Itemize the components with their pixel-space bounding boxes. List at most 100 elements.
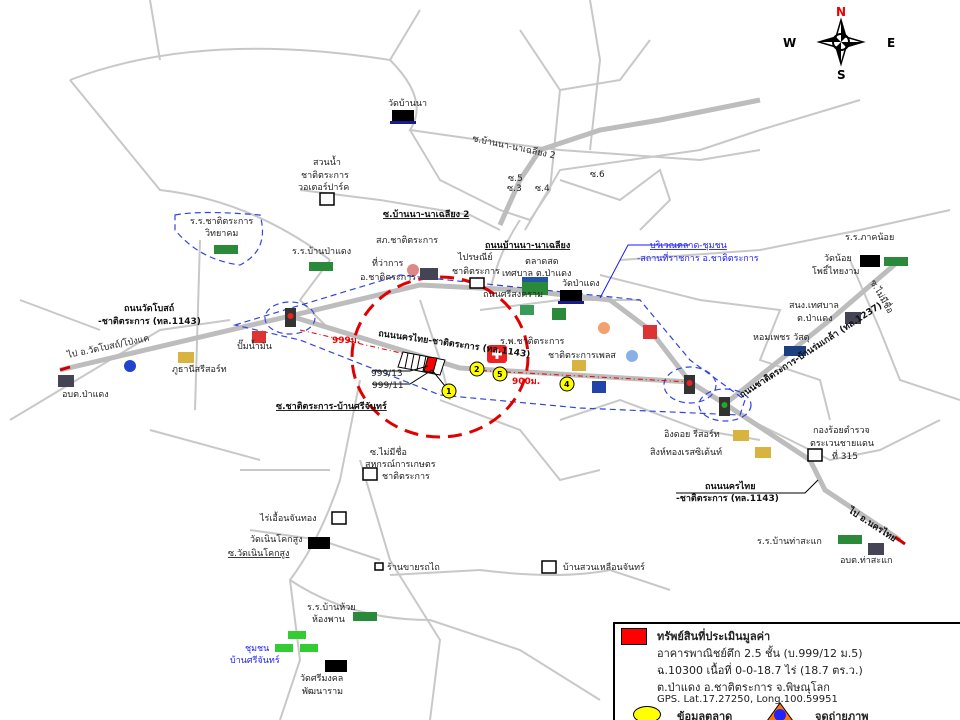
label-wat-noi: วัดน้อย [824, 253, 852, 264]
svg-text:5: 5 [497, 370, 503, 379]
school-icon [309, 262, 333, 271]
legend-photo-point: จุดถ่ายภาพ [815, 710, 869, 720]
label-bpp: กองร้อยตำรวจ [813, 425, 870, 436]
government-icon [868, 543, 884, 555]
label-resort-ingdoi: อิงดอย รีสอร์ท [664, 428, 720, 440]
bank-icon [124, 360, 136, 372]
compass-east: E [887, 36, 895, 50]
fuel-station-icon [643, 325, 657, 339]
label-sao-padaeng: อบต.ป่าแดง [62, 390, 109, 400]
market-point-1[interactable]: 1 [441, 383, 457, 399]
government-icon [58, 375, 74, 387]
label-wat-noi: โพธิ์ไทยงาม [812, 264, 859, 277]
market-point-swatch [633, 706, 661, 720]
label-ban-suan: บ้านสวนเหลือนจันทร์ [563, 561, 645, 573]
label-dist-left: 999ม. [332, 336, 360, 346]
label-soi4: ซ.4 [535, 184, 550, 194]
label-soi-noen: ซ.วัดเนินโคกสูง [228, 548, 289, 559]
building-marker [319, 192, 335, 206]
temple-icon [390, 110, 416, 124]
label-market-area: บริเวณตลาด-ชุมชน [650, 240, 727, 251]
svg-text:2: 2 [474, 365, 480, 374]
building-marker [374, 562, 384, 571]
label-school-thasakae: ร.ร.บ้านท่าสะแก [757, 536, 822, 547]
label-district-office: ที่ว่าการ [372, 256, 404, 269]
legend-line3: ต.ป่าแดง อ.ชาติตระการ จ.พิษณุโลก [657, 681, 830, 694]
label-wat-ban-na: วัดบ้านนา [388, 98, 427, 109]
resort-icon [572, 360, 586, 371]
convenience-store-icon [552, 308, 566, 320]
label-post: ไปรษณีย์ [457, 251, 493, 263]
radius-circle [350, 275, 530, 439]
label-wat-padaeng: วัดป่าแดง [562, 279, 600, 289]
label-wat-srimongkol: พัฒนาราม [302, 687, 343, 697]
gas-station-icon [252, 331, 266, 343]
label-school-chat: ร.ร.ชาติตระการ [190, 216, 253, 227]
government-icon [420, 268, 438, 280]
temple-icon [308, 537, 330, 549]
label-sao-thasakae: อบต.ท่าสะแก [840, 556, 892, 566]
label-waterpark: สวนน้ำ [313, 155, 341, 168]
label-wat-srimongkol: วัดศรีมงคล [300, 673, 343, 684]
compass-west: W [783, 36, 796, 50]
label-bpp: ตระเวนชายแดน [810, 439, 874, 449]
hospital-icon [487, 345, 507, 363]
label-school-padaeng: ร.ร.บ้านป่าแดง [292, 246, 351, 257]
building-marker [541, 560, 557, 574]
bank-icon [626, 350, 638, 362]
resort-icon [755, 447, 771, 458]
police-icon [407, 264, 419, 276]
label-police: สภ.ชาติตระการ [376, 235, 438, 246]
label-wat-noen: วัดเนินโคกสูง [250, 534, 302, 545]
compass-south: S [837, 68, 846, 82]
svg-text:1: 1 [446, 387, 452, 396]
label-market: ตลาดสด [525, 257, 559, 267]
school-icon [353, 612, 377, 621]
label-road-srisongkhram: ถนนศรีสงคราม [483, 289, 543, 300]
label-waterpark: ชาติตระการ [301, 170, 349, 181]
label-school-huai: ห้องพาน [312, 614, 345, 625]
market-point-4[interactable]: 4 [559, 376, 575, 392]
label-community: ชุมชน [245, 644, 269, 654]
callout-line-market-area [599, 244, 690, 299]
bank-icon [592, 381, 606, 393]
map-legend: ทรัพย์สินที่ประเมินมูลค่า อาคารพาณิชย์ตึ… [613, 622, 960, 720]
school-icon [838, 535, 862, 544]
school-icon [884, 257, 908, 266]
building-marker [807, 448, 823, 462]
temple-icon [558, 290, 584, 304]
label-tractor-shop: ร้านขายรถไถ [387, 562, 440, 573]
label-residence: สิงห์ทองเรสซิเด้นท์ [650, 446, 722, 458]
label-school-chat: วิทยาคม [205, 228, 238, 239]
post-office-marker [469, 277, 485, 289]
bank-icon [598, 322, 610, 334]
market-point-5[interactable]: 5 [492, 366, 508, 382]
label-waterpark: วอเตอร์ปาร์ค [298, 181, 349, 193]
compass-rose: N E S W [783, 5, 895, 82]
market-icon [522, 277, 548, 295]
traffic-light-icon [719, 397, 730, 416]
subject-property[interactable] [397, 351, 446, 376]
temple-icon [860, 255, 880, 267]
label-district-office: อ.ชาติตระการ [360, 272, 416, 283]
label-hospital: ร.พ.ชาติตระการ [500, 336, 565, 347]
label-market-area: -สถานที่ราชการ อ.ชาติตระการ [637, 251, 759, 264]
label-road-nakhonthai-2: -ชาติตระการ (ทล.1143) [676, 493, 779, 504]
label-road-banna: ถนนบ้านนา-นาเฉลียง [485, 240, 570, 251]
label-coop: ซ.ไม่มีชื่อ [370, 445, 407, 458]
label-resort-phu: ภูธานีสรีสอร์ท [172, 363, 227, 375]
map-labels: วัดบ้านนา สวนน้ำ ชาติตระการ วอเตอร์ปาร์ค… [62, 98, 899, 697]
label-bpp: ที่ 315 [832, 449, 858, 462]
community-icon [275, 631, 318, 652]
shop-icon [520, 305, 534, 315]
temple-icon [325, 660, 347, 672]
label-soi-banna-2: ซ.บ้านนา-นาเฉลียง 2 [383, 209, 469, 220]
minor-roads [9, 0, 960, 720]
market-point-2[interactable]: 2 [469, 361, 485, 377]
government-icon [845, 312, 861, 324]
label-road-watbot: -ชาติตระการ (ทล.1143) [98, 316, 201, 327]
property-swatch [621, 628, 647, 645]
label-soi6: ซ.6 [590, 170, 605, 180]
label-lot-13: 999/13 [371, 369, 403, 379]
